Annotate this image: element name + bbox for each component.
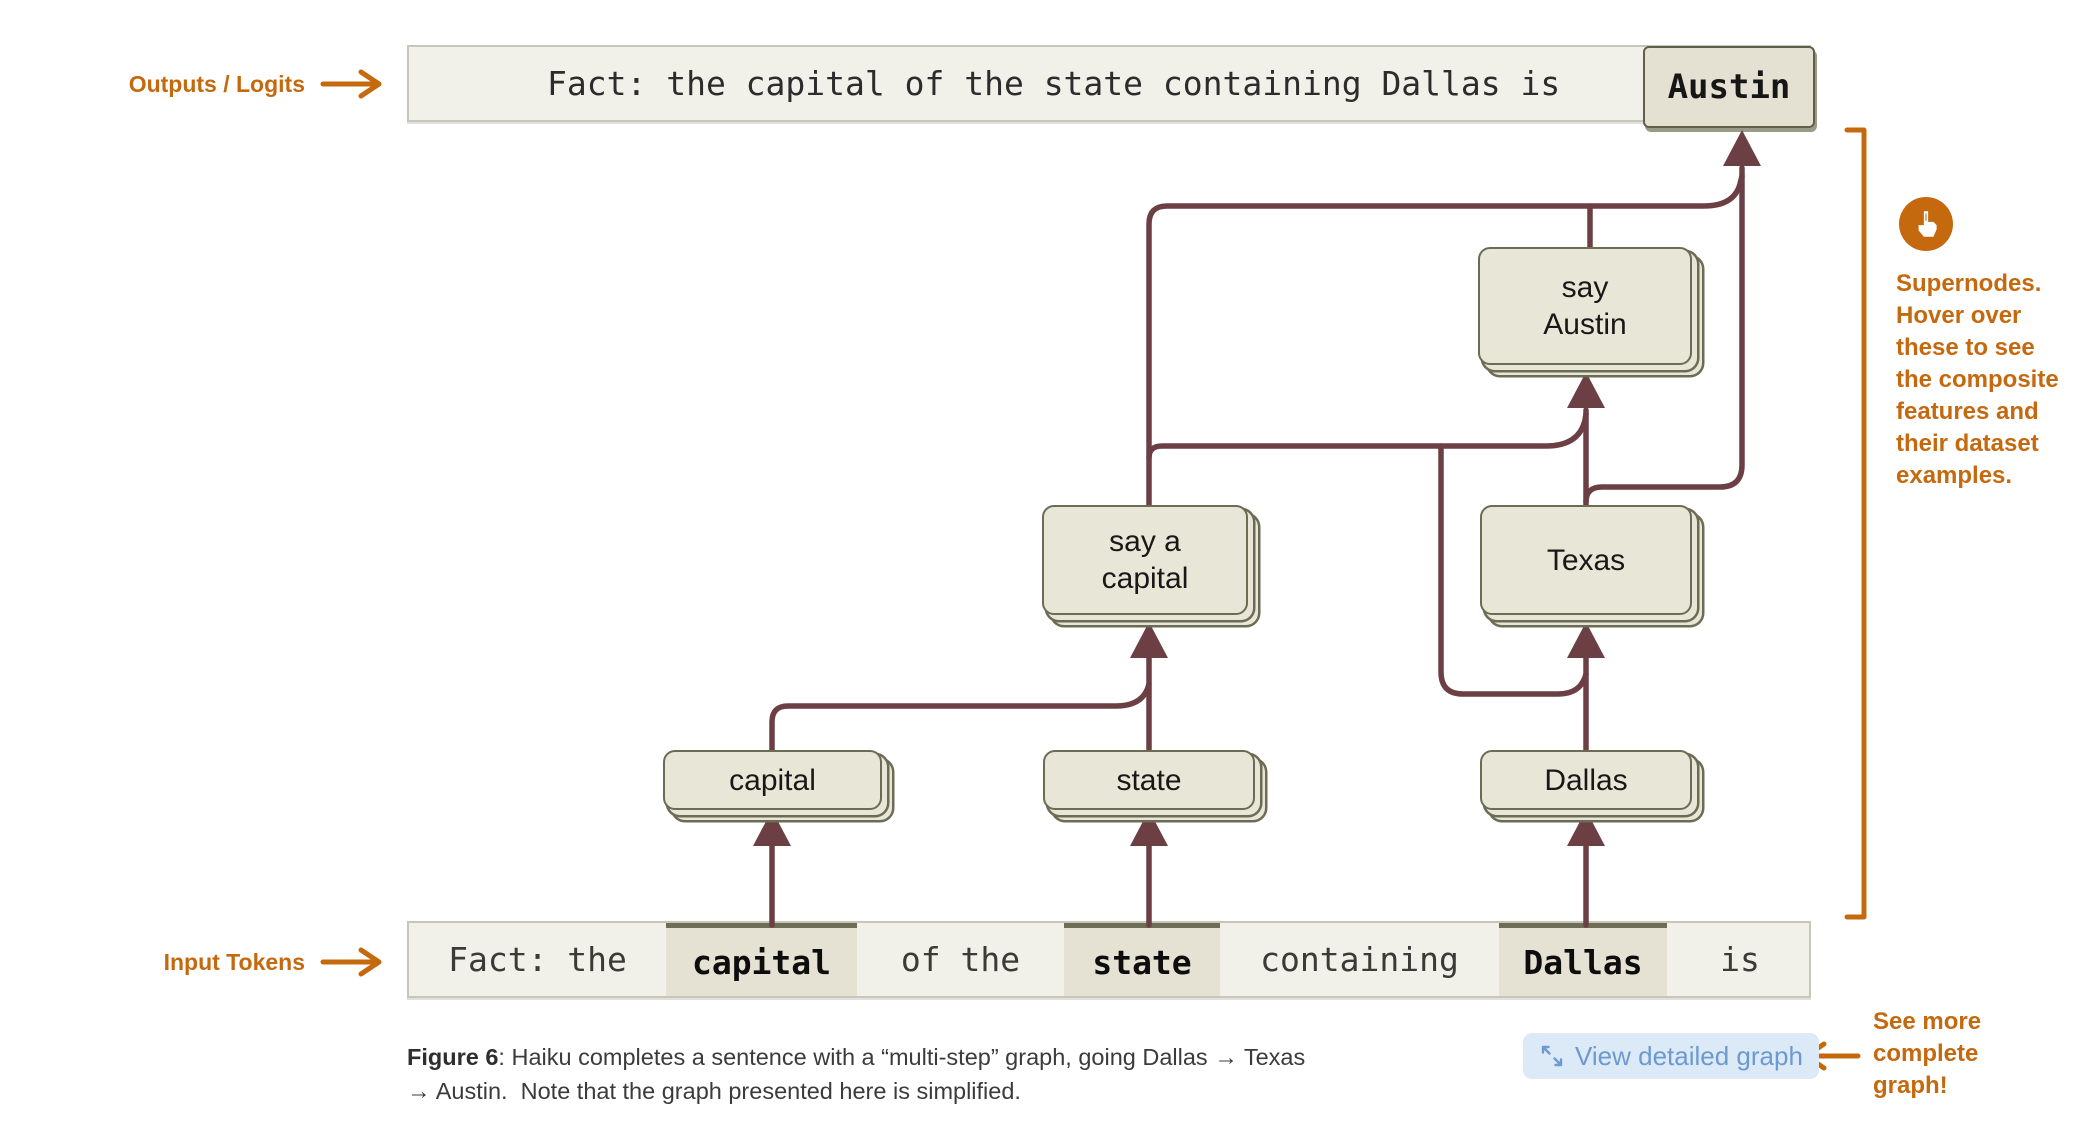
supernode-capital[interactable]: capital (663, 750, 882, 810)
arrowhead-into-say-austin (1567, 372, 1605, 408)
inputs-arrow-icon (320, 947, 382, 977)
caption-line-1: Figure 6: Haiku completes a sentence wit… (407, 1040, 1417, 1074)
arrowhead-into-austin-output (1723, 130, 1761, 166)
supernodes-note-line: Hover over (1896, 302, 2022, 329)
token-of-the: of the (900, 940, 1021, 979)
view-detailed-graph-button[interactable]: View detailed graph (1523, 1033, 1819, 1079)
figure-caption: Figure 6: Haiku completes a sentence wit… (407, 1040, 1417, 1108)
view-detailed-graph-label: View detailed graph (1575, 1040, 1803, 1071)
edge-capital-to-say-a-capital (769, 681, 1152, 755)
see-more-line: graph! (1873, 1072, 1948, 1099)
outputs-logits-label: Outputs / Logits (128, 71, 305, 97)
supernode-say-austin[interactable]: say Austin (1478, 247, 1692, 365)
supernode-texas-label: Texas (1546, 543, 1626, 577)
caption-line-1-text: : Haiku completes a sentence with a “mul… (498, 1044, 1306, 1070)
edge-say-a-capital-to-output (1146, 173, 1745, 511)
arrowhead-into-state (1130, 810, 1168, 846)
arrowhead-into-capital (753, 810, 791, 846)
caption-figure-label: Figure 6 (407, 1044, 499, 1070)
supernode-say-a-capital[interactable]: say a capital (1042, 505, 1248, 615)
token-fact-the: Fact: the (448, 940, 627, 979)
edge-texas-to-output (1583, 165, 1745, 505)
token-state[interactable]: state (1064, 923, 1220, 996)
see-more-line: See more (1873, 1008, 1982, 1035)
supernode-capital-label: capital (729, 763, 816, 797)
token-is: is (1720, 940, 1760, 979)
supernodes-note-line: features and (1896, 398, 2039, 425)
supernodes-bracket (1844, 127, 1867, 920)
supernodes-note-line: the composite (1896, 366, 2059, 393)
arrowhead-into-dallas (1567, 810, 1605, 846)
output-prompt-text: Fact: the capital of the state containin… (547, 64, 1561, 103)
edge-say-a-capital-to-say-austin (1146, 411, 1589, 461)
token-dallas[interactable]: Dallas (1499, 923, 1667, 996)
supernode-state[interactable]: state (1043, 750, 1255, 810)
arrowhead-into-texas (1567, 622, 1605, 658)
hand-cursor-icon (1899, 197, 1953, 251)
supernode-say-austin-label: say Austin (1543, 271, 1627, 341)
supernodes-note-line: Supernodes. (1896, 270, 2042, 297)
supernode-texas[interactable]: Texas (1480, 505, 1692, 615)
output-logits-bar: Fact: the capital of the state containin… (407, 45, 1815, 128)
input-tokens-bar: Fact: the capital of the state containin… (407, 921, 1811, 998)
supernodes-note: Supernodes. Hover over these to see the … (1896, 268, 2094, 492)
supernodes-note-line: these to see (1896, 334, 2035, 361)
supernode-state-label: state (1116, 763, 1182, 797)
output-completion-austin[interactable]: Austin (1643, 46, 1815, 128)
supernode-dallas-label: Dallas (1544, 763, 1628, 797)
see-more-note: See more complete graph! (1873, 1006, 2083, 1102)
see-more-line: complete (1873, 1040, 1979, 1067)
supernodes-note-line: examples. (1896, 462, 2013, 489)
expand-diagonal-icon (1541, 1045, 1563, 1067)
token-capital[interactable]: capital (666, 923, 857, 996)
input-tokens-label: Input Tokens (163, 949, 305, 975)
supernode-say-a-capital-label: say a capital (1101, 525, 1189, 595)
edge-dallas-to-say-austin (1438, 443, 1589, 697)
outputs-arrow-icon (320, 69, 382, 99)
arrowhead-into-say-a-capital (1130, 622, 1168, 658)
token-containing: containing (1260, 940, 1459, 979)
supernode-dallas[interactable]: Dallas (1480, 750, 1692, 810)
supernodes-note-line: their dataset (1896, 430, 2039, 457)
caption-line-2: → Austin. Note that the graph presented … (407, 1078, 1021, 1104)
